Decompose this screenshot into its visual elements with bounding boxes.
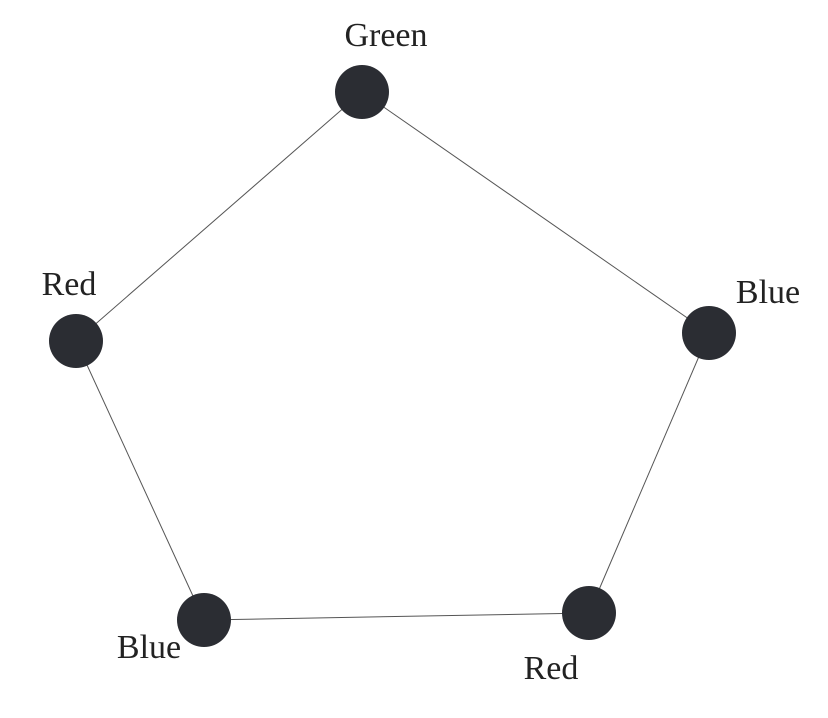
vertex-left [49,314,103,368]
vertices-layer [49,65,736,647]
vertex-label-bottom-left: Blue [117,629,181,666]
edge-top-right [361,91,710,334]
vertex-label-left: Red [42,266,97,303]
vertex-bottom-left [177,593,231,647]
edge-bottom-left-left [75,340,205,621]
vertex-bottom-right [562,586,616,640]
vertex-right [682,306,736,360]
vertex-label-bottom-right: Red [524,650,579,687]
edges-layer [75,91,710,621]
vertex-top [335,65,389,119]
vertex-label-top: Green [344,17,427,54]
edge-right-bottom-right [588,332,710,614]
vertex-label-right: Blue [736,274,800,311]
edge-bottom-right-bottom-left [203,612,590,621]
edge-left-top [75,91,363,342]
